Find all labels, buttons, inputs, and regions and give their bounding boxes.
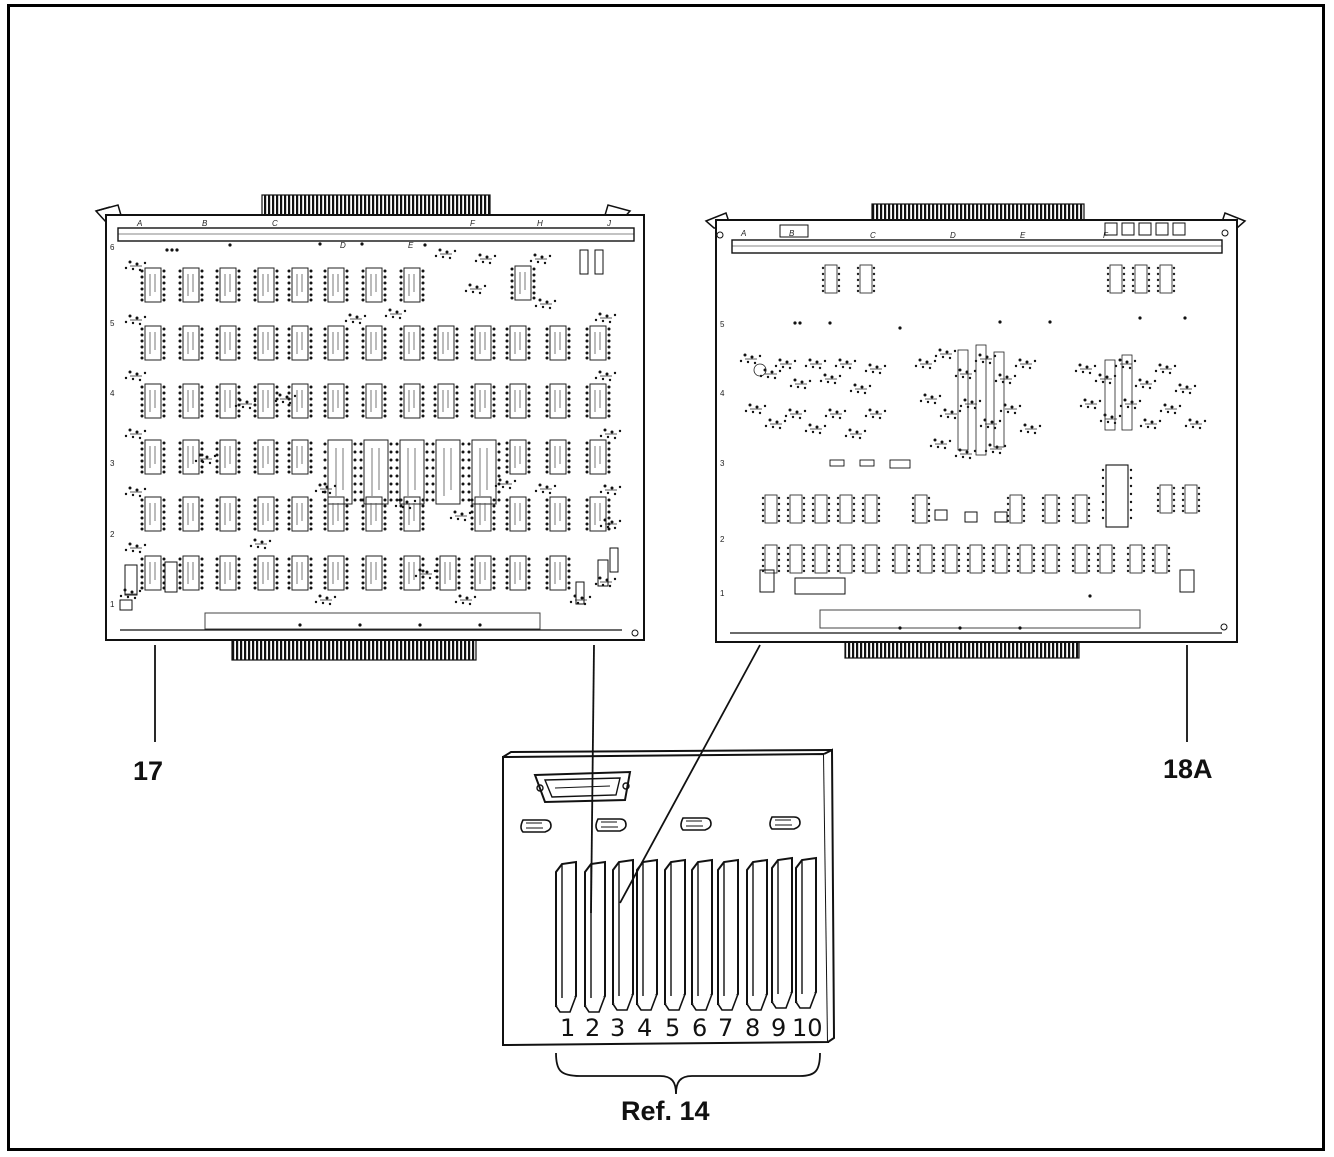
row-number: 6 (110, 243, 115, 252)
row-number: 2 (720, 535, 725, 544)
col-letter: E (408, 241, 414, 250)
row-number: 1 (110, 600, 115, 609)
col-letter: D (950, 231, 956, 240)
row-number: 3 (110, 459, 115, 468)
col-letter: J (606, 219, 612, 228)
card-cage-chassis: 1 2 3 4 5 6 7 8 9 10 (502, 748, 836, 1047)
circuit-board-17: A B C D E F H J 6 5 4 3 2 1 (94, 194, 645, 661)
callout-18a: 18A (1163, 754, 1213, 784)
figure-frame (7, 4, 1325, 1151)
col-letter: B (789, 229, 795, 238)
slot-numbers: 1 2 3 4 5 6 7 8 9 10 (560, 1014, 823, 1042)
leader-lines (154, 644, 1188, 1095)
slot-number-9: 9 (771, 1014, 786, 1042)
slot-number-5: 5 (665, 1014, 680, 1042)
slot-number-6: 6 (692, 1014, 707, 1042)
col-letter: A (136, 219, 142, 228)
top-edge-connector (871, 203, 1085, 221)
card-slots (555, 857, 817, 1013)
row-number: 5 (110, 319, 115, 328)
slot-number-3: 3 (610, 1014, 625, 1042)
slot-number-4: 4 (637, 1014, 652, 1042)
col-letter: H (537, 219, 543, 228)
bottom-edge-connector (844, 641, 1080, 659)
col-letter: A (740, 229, 746, 238)
col-letter: C (272, 219, 278, 228)
row-number: 4 (720, 389, 725, 398)
col-letter: E (1020, 231, 1026, 240)
slot-number-2: 2 (585, 1014, 600, 1042)
d-sub-connector (533, 770, 632, 804)
col-letter: C (870, 231, 876, 240)
callout-17: 17 (133, 756, 164, 786)
col-letter: B (202, 219, 208, 228)
callout-ref-14: Ref. 14 (621, 1096, 710, 1126)
row-number: 3 (720, 459, 725, 468)
top-edge-connector (261, 194, 491, 216)
circuit-board-18a: A B C D E F 5 4 3 2 1 (704, 203, 1247, 659)
slot-number-8: 8 (745, 1014, 760, 1042)
row-number: 1 (720, 589, 725, 598)
slot-number-7: 7 (718, 1014, 733, 1042)
col-letter: D (340, 241, 346, 250)
row-number: 2 (110, 530, 115, 539)
slot-number-10: 10 (792, 1014, 823, 1042)
col-letter: F (470, 219, 476, 228)
row-number: 4 (110, 389, 115, 398)
slot-number-1: 1 (560, 1014, 575, 1042)
bottom-edge-connector (231, 639, 477, 661)
row-number: 5 (720, 320, 725, 329)
